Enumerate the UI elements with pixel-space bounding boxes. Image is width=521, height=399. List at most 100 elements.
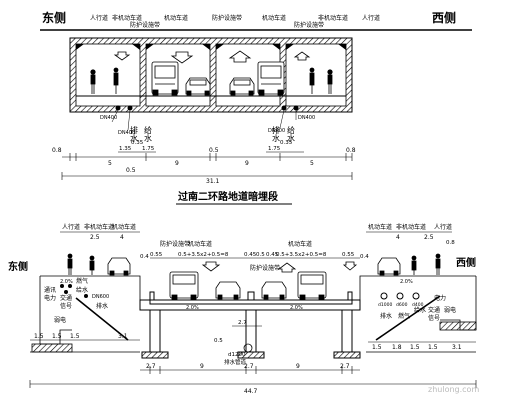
bottom-base-dims bbox=[29, 366, 477, 388]
bottom-middle-dim-2: 0.5+3.5x2+0.5=8 bbox=[178, 252, 229, 258]
top-pipe-label-1: DN400 bbox=[100, 115, 117, 121]
top-dim-4: 0.5 bbox=[209, 147, 219, 154]
top-dim-3: 9 bbox=[175, 160, 179, 167]
right-label-4: 电力 bbox=[434, 294, 446, 302]
bottom-middle-header-3: 机动车道 bbox=[288, 240, 312, 248]
left-label-5: 交通 bbox=[60, 294, 72, 302]
bottom-right-dims: 1.5 1.8 1.5 1.5 3.1 bbox=[368, 341, 476, 351]
top-pipe-label-3: DN400 bbox=[268, 128, 285, 134]
bottom-left-header-3: 机动车道 bbox=[112, 223, 136, 231]
base-dim-1: 2.7 bbox=[146, 363, 156, 370]
left-label-7: 弱电 bbox=[54, 316, 66, 324]
bottom-right-header-1: 机动车道 bbox=[368, 223, 392, 231]
bus-icon bbox=[169, 271, 199, 301]
top-header-6: 机动车道 bbox=[262, 14, 286, 22]
right-bottom-dim-2: 1.8 bbox=[392, 344, 402, 351]
car-icon bbox=[107, 257, 131, 276]
side-dim-2: 0.4 bbox=[360, 254, 369, 260]
left-bottom-dim-1: 1.5 bbox=[34, 333, 44, 340]
car-icon bbox=[229, 77, 255, 96]
top-pipes: DN400 DN400 DN400 DN400 bbox=[100, 105, 315, 136]
top-header-2: 非机动车道 bbox=[112, 14, 142, 22]
bottom-left-ground bbox=[30, 275, 141, 353]
bottom-left-header-2: 非机动车道 bbox=[84, 223, 114, 231]
left-label-1: 通讯 bbox=[44, 286, 56, 294]
bottom-total-dim: 44.7 bbox=[244, 388, 258, 395]
car-icon bbox=[215, 281, 241, 300]
cyclist-icon bbox=[113, 67, 119, 94]
direction-arrow-icon bbox=[228, 50, 252, 63]
car-icon bbox=[261, 281, 287, 300]
right-pipe-label-2: d600 bbox=[396, 302, 408, 308]
right-pipe-label-1: d1000 bbox=[378, 302, 392, 308]
section-title: 过南二环路地道暗埋段 bbox=[178, 190, 278, 203]
left-bottom-dim-3: 1.5 bbox=[70, 333, 80, 340]
top-header-4: 机动车道 bbox=[164, 14, 188, 22]
left-bottom-dim-4: 3.1 bbox=[118, 333, 128, 340]
left-label-8: 排水 bbox=[96, 302, 108, 310]
top-dim-6: 5 bbox=[310, 160, 314, 167]
top-pipe-label-2: DN400 bbox=[118, 130, 135, 136]
right-bottom-dim-1: 1.5 bbox=[372, 344, 382, 351]
bottom-left-dim-2: 4 bbox=[120, 234, 124, 241]
bus-icon bbox=[297, 271, 327, 301]
top-pipe-names: 排水 给水 排水 给水 bbox=[130, 125, 296, 142]
right-label-2: 燃气 bbox=[398, 312, 410, 320]
right-label-3: 给水 bbox=[414, 306, 426, 314]
pedestrian-icon bbox=[90, 69, 96, 94]
bottom-section: 人行道 非机动车道 机动车道 2.5 4 机动车道 非机动车道 人行道 4 2.… bbox=[8, 223, 477, 395]
top-section: 东侧 西侧 人行道 非机动车道 防护设施带 机动车道 防护设施带 机动车道 防护… bbox=[40, 10, 472, 185]
bottom-left-headers: 人行道 非机动车道 机动车道 2.5 4 bbox=[60, 223, 140, 241]
top-east-label: 东侧 bbox=[42, 10, 66, 25]
top-small-dim-4: 0.35 bbox=[280, 140, 293, 146]
bottom-right-dim-1: 4 bbox=[396, 234, 400, 241]
top-header-3: 防护设施带 bbox=[130, 21, 160, 29]
bottom-left-dims: 1.5 1.5 1.5 3.1 bbox=[30, 333, 140, 341]
left-label-2: 燃气 bbox=[76, 277, 88, 285]
bottom-middle-headers: 防护设施带 机动车道 机动车道 防护设施带 bbox=[160, 240, 312, 272]
bottom-slope-4: 2.0% bbox=[400, 279, 413, 285]
bottom-middle-dim-5: 0.45 bbox=[266, 252, 279, 258]
bottom-slope-3: 2.0% bbox=[60, 279, 73, 285]
top-dim-1: 0.8 bbox=[52, 147, 62, 154]
center-dim-1: 2.7 bbox=[238, 320, 247, 326]
center-pipe: d1200 bbox=[228, 352, 246, 358]
pedestrian-icon bbox=[435, 253, 441, 275]
car-icon bbox=[377, 257, 401, 276]
bottom-left-utilities: 通讯 燃气 给水 电力 交通 信号 弱电 排水 DN600 bbox=[44, 277, 109, 324]
left-label-6: 信号 bbox=[60, 302, 72, 310]
top-small-dims: 1.35 0.35 1.75 0.35 1.75 bbox=[118, 140, 304, 153]
left-bottom-dim-2: 1.5 bbox=[52, 333, 62, 340]
bottom-east-label: 东侧 bbox=[8, 260, 28, 273]
car-icon bbox=[185, 77, 211, 96]
bottom-slope-1: 2.0% bbox=[186, 305, 199, 311]
left-label-3: 给水 bbox=[76, 286, 88, 294]
top-pipe-name-4: 给水 bbox=[287, 125, 296, 142]
top-small-dim-2: 0.35 bbox=[131, 140, 144, 146]
top-pipe-name-3: 排水 bbox=[272, 125, 281, 142]
top-pipe-name-1: 排水 bbox=[130, 125, 139, 142]
base-dim-2: 9 bbox=[200, 363, 204, 370]
center-note: 排水管道 bbox=[224, 358, 247, 366]
right-pipe-label-3: d400 bbox=[412, 302, 424, 308]
top-headers: 人行道 非机动车道 防护设施带 机动车道 防护设施带 机动车道 防护设施带 非机… bbox=[90, 14, 380, 29]
right-bottom-dim-5: 3.1 bbox=[452, 344, 462, 351]
cyclist-icon bbox=[89, 255, 95, 275]
pedestrian-icon bbox=[327, 69, 333, 94]
bus-icon bbox=[257, 61, 285, 96]
bottom-middle-dim-1: 0.55 bbox=[150, 252, 163, 258]
bottom-middle-header-1: 防护设施带 bbox=[160, 240, 190, 248]
direction-arrow-icon bbox=[201, 261, 221, 272]
left-label-4: 电力 bbox=[44, 294, 56, 302]
top-header-5: 防护设施带 bbox=[212, 14, 242, 22]
bottom-vehicles bbox=[67, 253, 441, 301]
top-pipe-label-4: DN400 bbox=[298, 115, 315, 121]
top-figures bbox=[90, 50, 333, 96]
top-total-dim: 31.1 bbox=[206, 178, 220, 185]
bottom-right-header-3: 人行道 bbox=[434, 223, 452, 231]
bottom-left-dim-1: 2.5 bbox=[90, 234, 100, 241]
direction-arrow-icon bbox=[113, 51, 131, 61]
center-dim-2: 0.5 bbox=[214, 338, 223, 344]
bottom-left-header-1: 人行道 bbox=[62, 223, 80, 231]
